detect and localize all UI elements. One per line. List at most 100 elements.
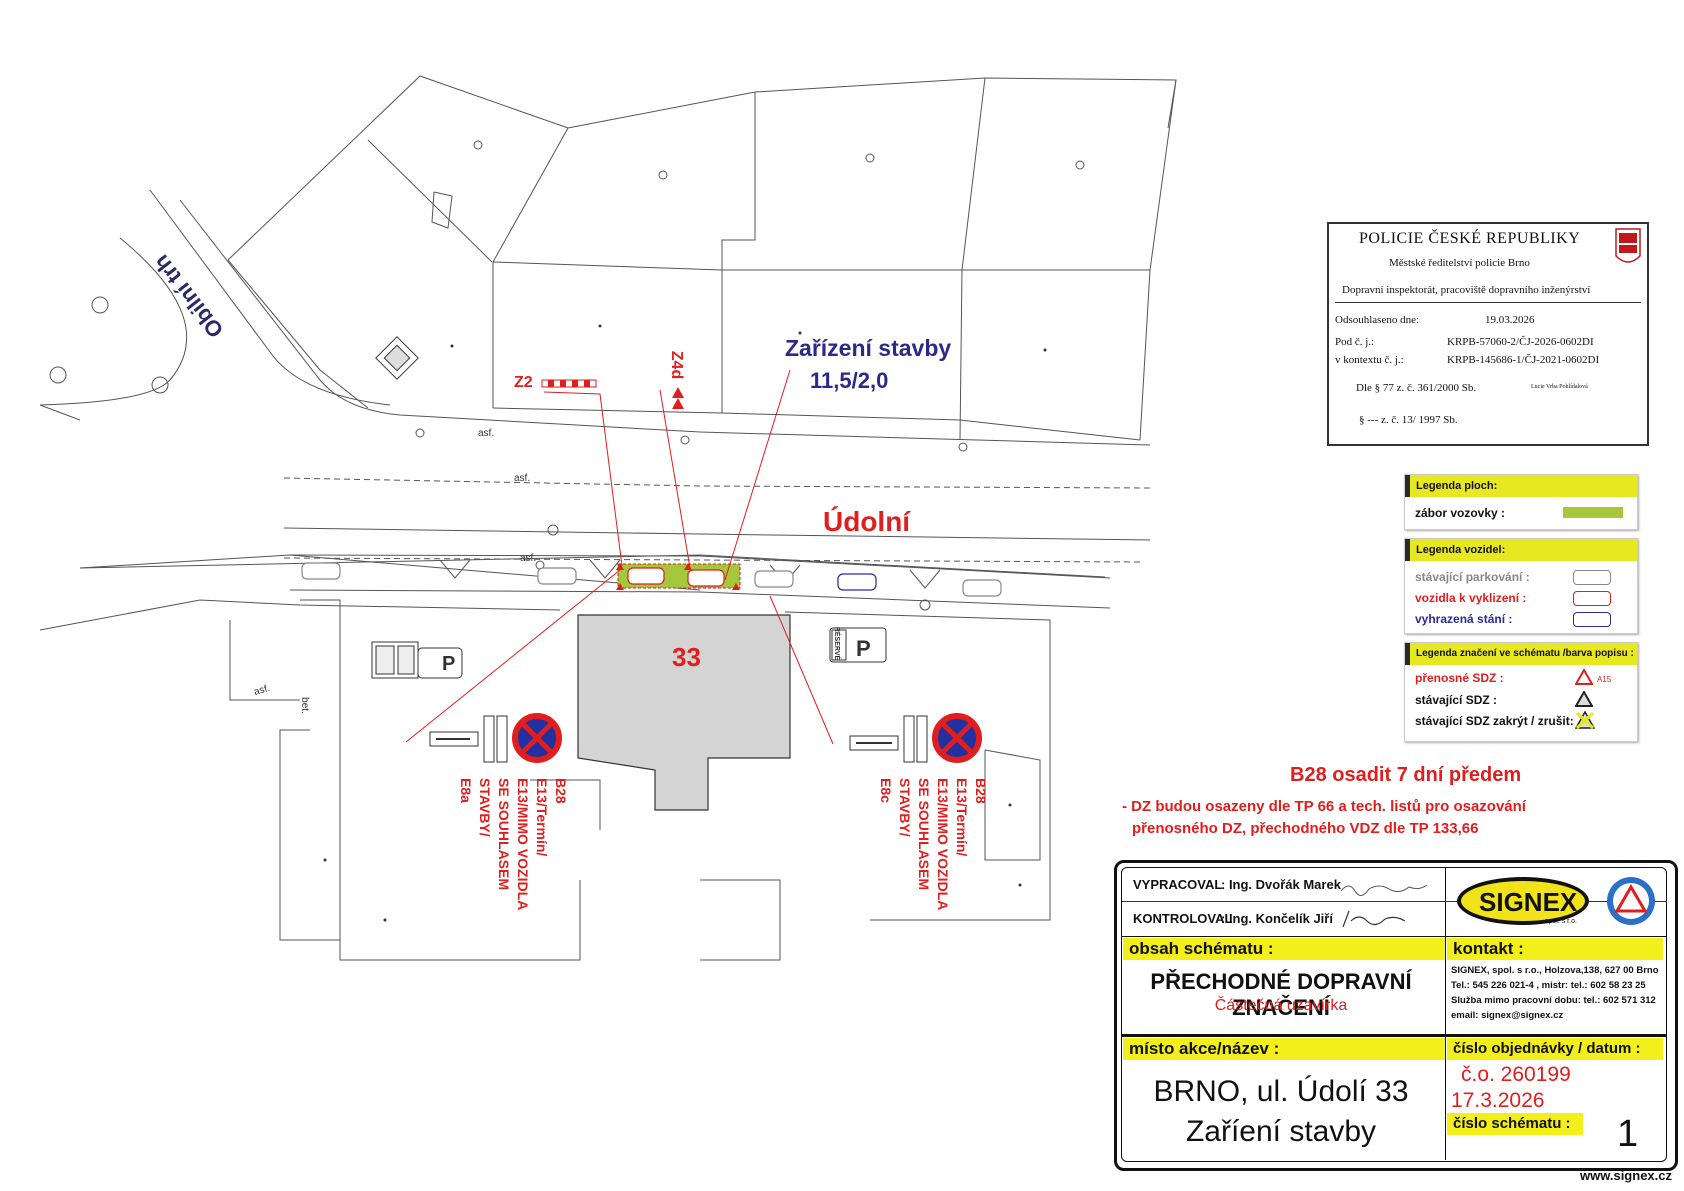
note-line-1: - DZ budou osazeny dle TP 66 a tech. lis… — [1122, 798, 1526, 815]
ref-label: Pod č. j.: — [1335, 336, 1375, 348]
svg-text:P: P — [856, 636, 871, 661]
place-line-2: Zaříení stavby — [1185, 1115, 1377, 1148]
signature-checked — [1342, 910, 1406, 928]
vehicles-to-clear — [627, 567, 725, 587]
sign-code: E8a — [458, 778, 474, 803]
logo-sub: spol. s r.o. — [1545, 918, 1577, 925]
context-row: v kontextu č. j.:KRPB-145686-1/ČJ-2021-0… — [1335, 354, 1599, 366]
title-block-inner — [1121, 867, 1667, 1162]
sign-code: E13/MIMO VOZIDLA — [515, 778, 531, 911]
legend-vehicle-item: vyhrazená stání : — [1415, 612, 1513, 626]
contact-line: email: signex@signex.cz — [1451, 1010, 1564, 1021]
sign-codes-left: B28 E13/Termín/ E13/MIMO VOZIDLA SE SOUH… — [420, 778, 570, 968]
note-line-2: přenosného DZ, přechodného VDZ dle TP 13… — [1132, 820, 1479, 837]
divider — [1122, 901, 1667, 902]
reserved-parking-car — [837, 573, 877, 591]
contact-info: SIGNEX, spol. s r.o., Holzova,138, 627 0… — [1451, 963, 1659, 1023]
legend-sign-code: A15 — [1597, 675, 1612, 684]
legend-area-swatch — [1563, 507, 1623, 518]
prepared-label: VYPRACOVAL — [1133, 877, 1223, 892]
car-icon — [1573, 612, 1611, 627]
sign-code: STAVBY/ — [897, 778, 913, 837]
police-department: Dopravní inspektorát, pracoviště dopravn… — [1342, 284, 1591, 296]
existing-parking-sign-right: P — [829, 627, 887, 663]
legend-vehicles: Legenda vozidel: stávající parkování : v… — [1404, 538, 1638, 634]
road-mark: asf. — [514, 473, 531, 484]
reserve-text: RÉSERVÉ — [833, 626, 841, 661]
divider — [1122, 1034, 1667, 1037]
legend-signs-title: Legenda značení ve schématu /barva popis… — [1405, 643, 1637, 665]
sign-code: SE SOUHLASEM — [916, 778, 932, 891]
b28-sign-group-right — [849, 713, 982, 763]
note-headline: B28 osadit 7 dní předem — [1290, 764, 1522, 786]
building-33 — [577, 614, 791, 811]
contact-label: kontakt : — [1447, 938, 1663, 960]
legend-vehicle-item: vozidla k vyklizení : — [1415, 591, 1527, 605]
warning-triangle-icon — [1575, 691, 1593, 707]
road-mark: asf. — [478, 428, 495, 439]
order-date: 17.3.2026 — [1451, 1089, 1545, 1112]
legend-vehicles-title: Legenda vozidel: — [1405, 539, 1637, 561]
signer: Lucie Vrba Pohlídalová — [1531, 384, 1588, 390]
sign-code: SE SOUHLASEM — [496, 778, 512, 891]
prepared-name: : Ing. Dvořák Marek — [1221, 877, 1341, 892]
signex-logo: SIGNEX spol. s r.o. — [1457, 877, 1655, 925]
legend-sign-item: stávající SDZ : — [1415, 693, 1498, 707]
sign-codes-right: B28 E13/Termín/ E13/MIMO VOZIDLA SE SOUH… — [840, 778, 990, 968]
content-label: obsah schématu : — [1123, 938, 1445, 960]
legend-signs: Legenda značení ve schématu /barva popis… — [1404, 642, 1638, 742]
site-label-dims: 11,5/2,0 — [810, 368, 889, 393]
approved-label: Odsouhlaseno dne: — [1335, 314, 1420, 326]
ref-value: KRPB-57060-2/ČJ-2026-0602DI — [1447, 336, 1594, 348]
approved-row: Odsouhlaseno dne: 19.03.2026 — [1335, 314, 1535, 326]
content-title: PŘECHODNÉ DOPRAVNÍ ZNAČENÍ — [1150, 969, 1412, 1020]
z2-barrier-sign — [541, 379, 597, 388]
sign-code: B28 — [553, 778, 569, 804]
sign-code: E8c — [878, 778, 894, 803]
crossed-sign-icon — [1575, 711, 1595, 729]
ref-row: Pod č. j.: KRPB-57060-2/ČJ-2026-0602DI — [1335, 336, 1594, 348]
z2-label: Z2 — [514, 374, 533, 391]
legend-areas-title: Legenda ploch: — [1405, 475, 1637, 497]
checked-label: KONTROLOVAL — [1133, 911, 1233, 926]
footer-url[interactable]: www.signex.cz — [1580, 1168, 1672, 1183]
car-icon — [1573, 591, 1611, 606]
police-approval-stamp: POLICIE ČESKÉ REPUBLIKY Městské ředitels… — [1327, 222, 1649, 446]
road-mark: bet. — [298, 697, 310, 714]
police-crest-icon — [1615, 228, 1641, 263]
site-label-title: Zařízení stavby — [785, 335, 952, 361]
title-block: VYPRACOVAL : Ing. Dvořák Marek KONTROLOV… — [1114, 860, 1678, 1171]
portable-warning-triangles — [616, 563, 740, 590]
order-label: číslo objednávky / datum : — [1447, 1038, 1663, 1060]
svg-text:P: P — [442, 653, 455, 675]
contact-line: Služba mimo pracovní dobu: tel.: 602 571… — [1451, 995, 1656, 1006]
approved-date: 19.03.2026 — [1485, 314, 1535, 326]
content-sub: Částečná uzavírka — [1214, 997, 1348, 1014]
contact-line: Tel.: 545 226 021-4 , mistr: tel.: 602 5… — [1451, 980, 1646, 991]
police-office: Městské ředitelství policie Brno — [1389, 257, 1530, 269]
z4d-sign — [672, 387, 684, 409]
place-label: místo akce/název : — [1123, 1038, 1445, 1060]
sign-code: STAVBY/ — [477, 778, 493, 837]
existing-parking-cars — [301, 562, 1002, 597]
scheme-no: 1 — [1617, 1113, 1639, 1155]
sign-code: E13/Termín/ — [954, 778, 970, 857]
z4d-label: Z4d — [668, 350, 686, 380]
signature-prepared — [1340, 884, 1428, 896]
scheme-label: číslo schématu : — [1447, 1113, 1583, 1135]
sign-code: B28 — [973, 778, 989, 804]
checked-name: : Ing. Končelík Jiří — [1221, 911, 1333, 926]
divider — [1335, 302, 1641, 303]
context-value: KRPB-145686-1/ČJ-2021-0602DI — [1447, 354, 1600, 366]
b28-sign-group-left — [429, 713, 562, 763]
legend-sign-item: přenosné SDZ : — [1415, 671, 1504, 685]
law1: Dle § 77 z. č. 361/2000 Sb. — [1356, 382, 1477, 394]
police-title: POLICIE ČESKÉ REPUBLIKY — [1359, 230, 1581, 247]
legend-sign-item: stávající SDZ zakrýt / zrušit: — [1415, 714, 1574, 728]
sign-code: E13/MIMO VOZIDLA — [935, 778, 951, 911]
legend-vehicle-item: stávající parkování : — [1415, 570, 1530, 584]
car-icon — [1573, 570, 1611, 585]
place-line-1: BRNO, ul. Údolí 33 — [1153, 1075, 1409, 1108]
main-road-diamond-sign — [375, 336, 419, 380]
